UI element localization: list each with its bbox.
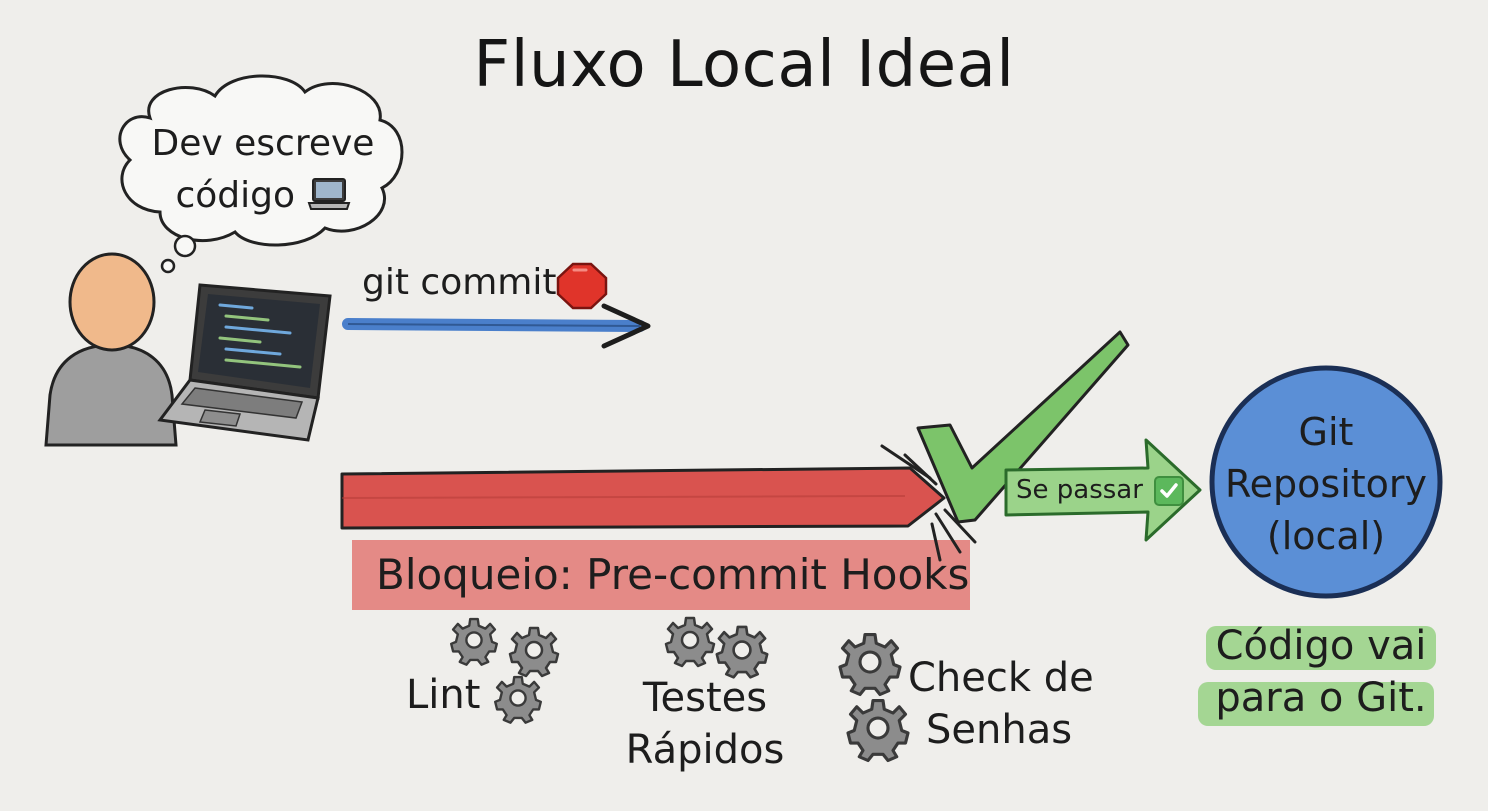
impact-burst (880, 444, 977, 562)
result-line-1: Código vai (1215, 623, 1427, 669)
check-secrets-label: Check de Senhas (908, 652, 1094, 756)
thought-dot-large (173, 234, 197, 258)
check-tests-label: Testes Rápidos (620, 672, 790, 776)
stop-sign-icon (556, 262, 608, 310)
thought-text: Dev escreve código (128, 118, 398, 222)
git-repository-circle (1209, 365, 1443, 599)
secrets-line-2: Senhas (926, 707, 1073, 753)
repo-line-2: Repository (1224, 462, 1428, 506)
check-lint-label: Lint (406, 672, 481, 718)
hooks-block-arrow (340, 466, 970, 610)
developer-body (44, 343, 178, 447)
result-highlight (1206, 626, 1436, 670)
pass-label: Se passar (1016, 475, 1143, 505)
result-line-2: para o Git. (1215, 675, 1427, 721)
developer-head (68, 252, 156, 352)
result-highlight-2 (1198, 682, 1434, 726)
thought-dot-small (160, 258, 176, 274)
tests-gears-icon (664, 616, 769, 679)
hooks-block-label: Bloqueio: Pre-commit Hooks (376, 550, 970, 599)
laptop-icon (307, 178, 350, 210)
repo-line-3: (local) (1266, 514, 1386, 558)
git-repository-label: Git Repository (local) (1216, 406, 1436, 562)
commit-arrow (342, 303, 651, 349)
pass-arrow (1004, 438, 1202, 542)
secrets-line-1: Check de (908, 655, 1094, 701)
page-title: Fluxo Local Ideal (473, 28, 1015, 102)
developer-laptop-icon (157, 283, 332, 442)
commit-label: git commit (362, 262, 557, 303)
secrets-gears-icon (838, 632, 910, 763)
tests-line-1: Testes (642, 675, 768, 721)
thought-line-2: código (175, 175, 296, 216)
success-check-icon (916, 330, 1130, 524)
repo-line-1: Git (1298, 410, 1354, 454)
tests-line-2: Rápidos (625, 727, 785, 773)
thought-line-2-row: código (128, 170, 398, 222)
thought-line-1: Dev escreve (151, 123, 375, 164)
check-box-icon (1154, 476, 1184, 506)
result-label: Código vai para o Git. (1196, 620, 1446, 724)
